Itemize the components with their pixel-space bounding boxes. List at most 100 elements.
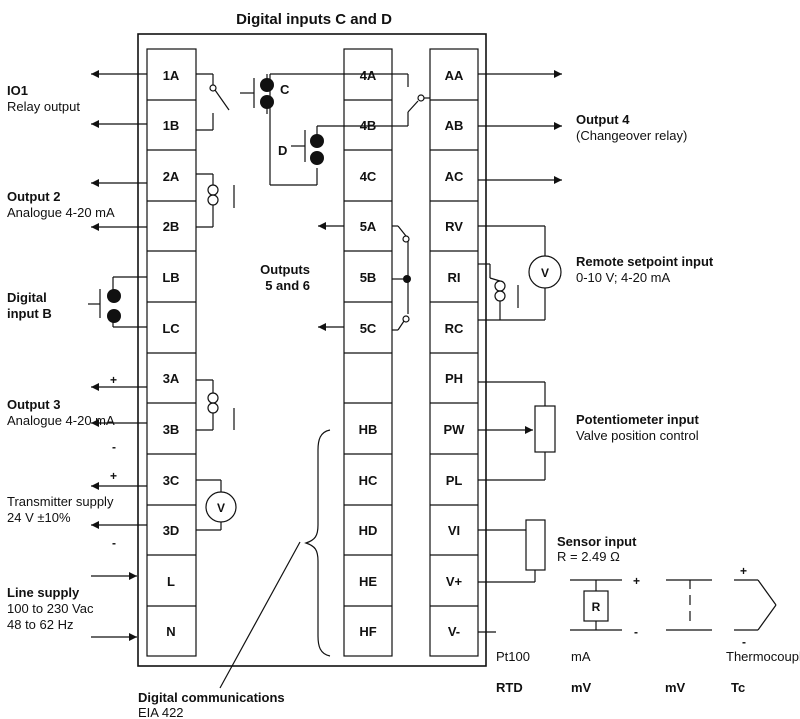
- outputs-5-6-relay-contacts: [392, 225, 410, 331]
- terminal-label: HC: [359, 473, 378, 488]
- terminal-label: 1A: [163, 68, 180, 83]
- voltmeter-symbol: V: [217, 501, 225, 515]
- terminal-block-col1: [146, 48, 197, 657]
- io1-relay-contact: [196, 73, 230, 131]
- terminal-label: 1B: [163, 118, 180, 133]
- output3-title: Output 3: [7, 397, 60, 412]
- terminal-label: 2B: [163, 219, 180, 234]
- arrows: [91, 73, 562, 638]
- plus-symbol: +: [633, 574, 640, 588]
- minus-symbol: -: [634, 625, 638, 639]
- arrowheads: [91, 70, 562, 641]
- terminal-label: 3B: [163, 422, 180, 437]
- terminal-label: 5C: [360, 321, 377, 336]
- terminal-label: 4A: [360, 68, 377, 83]
- resistor-symbol: R: [592, 600, 601, 614]
- transmitter-supply-line2: 24 V ±10%: [7, 510, 71, 525]
- comms-leader-line: [219, 541, 301, 689]
- contact-dots: [107, 78, 411, 323]
- terminal-block-col2: [343, 48, 393, 657]
- io1-subtitle: Relay output: [7, 99, 80, 114]
- terminal-label: 3C: [163, 473, 180, 488]
- minus-symbol: -: [112, 536, 116, 550]
- contact-d-label: D: [278, 143, 287, 158]
- sensor-type-bottom: mV: [665, 680, 686, 695]
- contact-c-label: C: [280, 82, 290, 97]
- remote-setpoint-input-circuit: [478, 225, 562, 321]
- terminal-label: AC: [445, 169, 464, 184]
- output3-current-source-icon: [196, 379, 235, 431]
- digital-communications-subtitle: EIA 422: [138, 705, 184, 719]
- terminal-label: 3D: [163, 523, 180, 538]
- terminal-label: PL: [446, 473, 463, 488]
- terminal-label: 5A: [360, 219, 377, 234]
- digital-input-b-title-line1: Digital: [7, 290, 47, 305]
- transmitter-supply-line1: Transmitter supply: [7, 494, 114, 509]
- minus-symbol: -: [742, 635, 746, 649]
- wiring-layer: [88, 33, 777, 689]
- terminal-block-col3: [429, 48, 479, 657]
- sensor-type-bottom: RTD: [496, 680, 523, 695]
- terminal-label: V-: [448, 624, 460, 639]
- output4-changeover-relay: [392, 73, 430, 127]
- sensor-type-top: Pt100: [496, 649, 530, 664]
- line-supply-line2: 48 to 62 Hz: [7, 617, 74, 632]
- sensor-input-subtitle: R = 2.49 Ω: [557, 549, 620, 564]
- diagram-title: Digital inputs C and D: [236, 11, 392, 28]
- digital-communications-title: Digital communications: [138, 690, 285, 705]
- terminal-label: PW: [444, 422, 466, 437]
- io1-title: IO1: [7, 83, 28, 98]
- terminal-label: L: [167, 574, 175, 589]
- outputs-5-6-line1: Outputs: [260, 262, 310, 277]
- comms-brace: [304, 429, 331, 657]
- output4-title: Output 4: [576, 112, 630, 127]
- terminal-label: AA: [445, 68, 464, 83]
- terminal-labels-col1: 1A 1B 2A 2B LB LC 3A 3B 3C 3D L N: [162, 68, 180, 639]
- output2-title: Output 2: [7, 189, 60, 204]
- terminal-label: VI: [448, 523, 460, 538]
- line-supply-line1: 100 to 230 Vac: [7, 601, 94, 616]
- digital-input-b-title-line2: input B: [7, 306, 52, 321]
- terminal-label: 5B: [360, 270, 377, 285]
- outputs-5-6-line2: 5 and 6: [265, 278, 310, 293]
- potentiometer-circuit: [478, 381, 556, 481]
- terminal-label: HD: [359, 523, 378, 538]
- plus-symbol: +: [110, 469, 117, 483]
- transmitter-supply-voltage-source: [196, 479, 237, 531]
- terminal-label: 4C: [360, 169, 377, 184]
- terminal-label: V+: [446, 574, 463, 589]
- digital-input-b-contact-icon: [88, 276, 147, 328]
- terminal-labels-col2: 4A 4B 4C 5A 5B 5C HB HC HD HE HF: [359, 68, 378, 639]
- output2-subtitle: Analogue 4-20 mA: [7, 205, 115, 220]
- potentiometer-title: Potentiometer input: [576, 412, 699, 427]
- terminal-label: 2A: [163, 169, 180, 184]
- sensor-input-circuit: [478, 519, 777, 633]
- minus-symbol: -: [112, 440, 116, 454]
- terminal-labels-col3: AA AB AC RV RI RC PH PW PL VI V+ V-: [444, 68, 466, 639]
- line-supply-title: Line supply: [7, 585, 80, 600]
- terminal-label: 3A: [163, 371, 180, 386]
- terminal-label: 4B: [360, 118, 377, 133]
- remote-setpoint-title: Remote setpoint input: [576, 254, 714, 269]
- terminal-label: LC: [162, 321, 180, 336]
- terminal-label: LB: [162, 270, 179, 285]
- terminal-label: PH: [445, 371, 463, 386]
- potentiometer-subtitle: Valve position control: [576, 428, 699, 443]
- output2-current-source-icon: [196, 173, 235, 228]
- terminal-label: HE: [359, 574, 377, 589]
- sensor-type-top: mA: [571, 649, 591, 664]
- terminal-label: RI: [448, 270, 461, 285]
- output4-subtitle: (Changeover relay): [576, 128, 687, 143]
- remote-setpoint-subtitle: 0-10 V; 4-20 mA: [576, 270, 671, 285]
- terminal-label: AB: [445, 118, 464, 133]
- sensor-type-top: Thermocouple: [726, 649, 800, 664]
- voltmeter-symbol: V: [541, 266, 549, 280]
- terminal-label: RV: [445, 219, 463, 234]
- sensor-input-title: Sensor input: [557, 534, 637, 549]
- terminal-label: HB: [359, 422, 378, 437]
- sensor-type-bottom: mV: [571, 680, 592, 695]
- terminal-label: HF: [359, 624, 376, 639]
- sensor-type-bottom: Tc: [731, 680, 745, 695]
- terminal-enclosure: [137, 33, 487, 667]
